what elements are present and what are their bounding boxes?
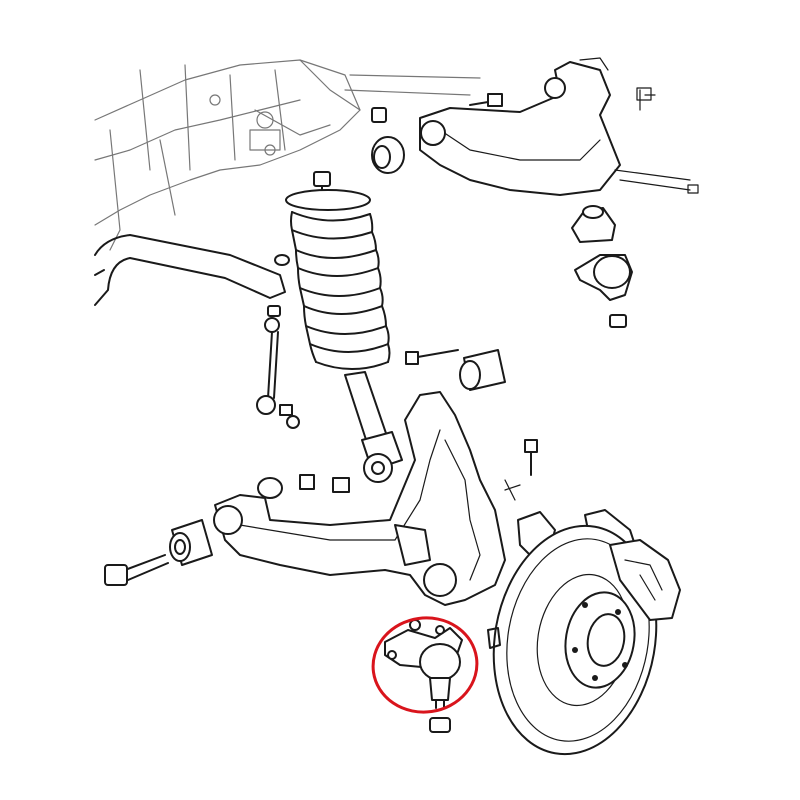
highlight-circle xyxy=(371,616,479,714)
upper-arm-bushing xyxy=(371,107,405,174)
anti-roll-bar xyxy=(94,234,290,306)
anti-roll-bar-link xyxy=(256,305,300,429)
chassis-frame xyxy=(94,59,481,251)
shock-absorber xyxy=(344,371,403,483)
lower-arm-rear-bushing xyxy=(405,349,506,391)
lower-ball-joint xyxy=(384,619,463,733)
wheel-hub xyxy=(487,591,636,689)
brake-caliper xyxy=(609,539,681,621)
upper-ball-joint xyxy=(571,205,633,328)
lower-arm-bushing xyxy=(169,519,213,566)
lower-arm-pivot-bolt xyxy=(104,554,169,586)
lower-control-arm xyxy=(213,391,506,606)
upper-control-arm xyxy=(419,57,699,196)
coil-spring xyxy=(285,171,391,370)
